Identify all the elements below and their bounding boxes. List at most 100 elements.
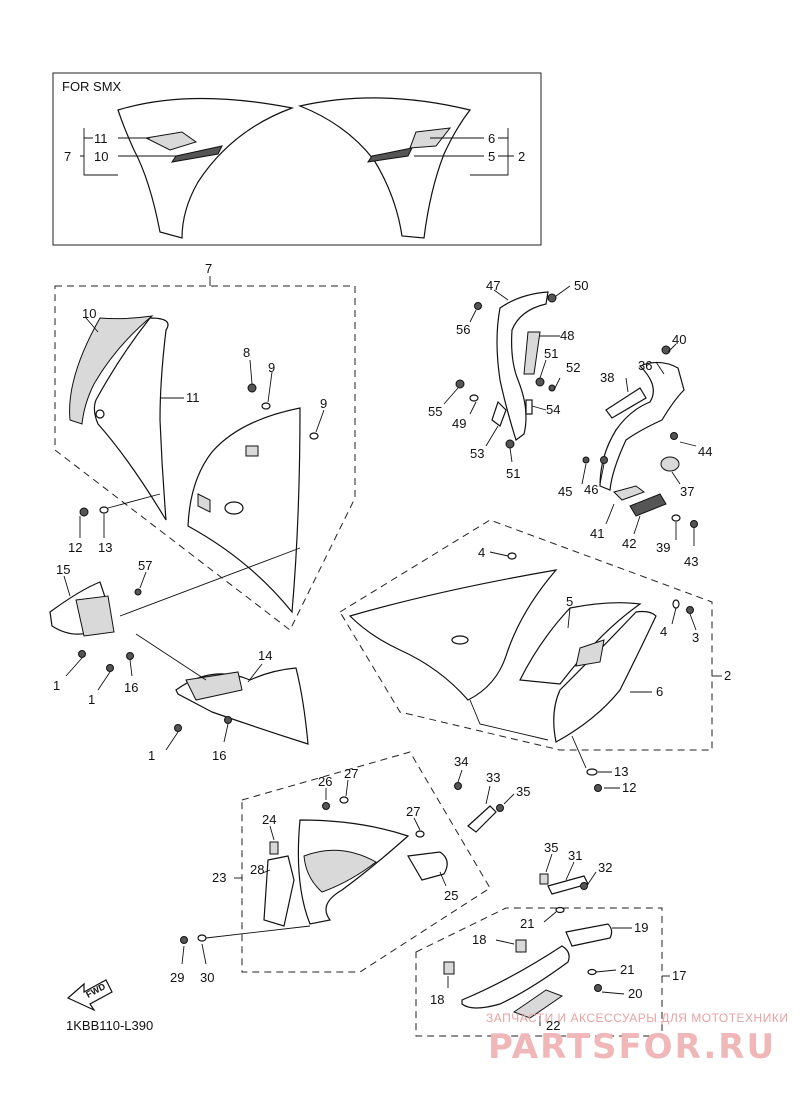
part-37-boot — [660, 456, 680, 472]
part-18-clip-a — [515, 939, 527, 953]
callout-22: 22 — [546, 1018, 560, 1033]
bolt-1-c — [174, 724, 182, 732]
callout-25: 25 — [444, 888, 458, 903]
bolt-16-a — [126, 652, 134, 660]
smx-inset-label: FOR SMX — [62, 79, 122, 94]
clip-45 — [582, 456, 590, 464]
duct-leaders — [581, 343, 697, 546]
callout-18-b: 18 — [430, 992, 444, 1007]
bolt-44 — [670, 432, 678, 440]
inset-leaders-right — [414, 128, 514, 176]
callout-16-b: 16 — [212, 748, 226, 763]
bolt-16-b — [224, 716, 232, 724]
side-cowling-hole — [451, 635, 469, 645]
callout-32: 32 — [598, 860, 612, 875]
bracket-leaders — [63, 547, 301, 691]
group-2-leaders-c — [571, 735, 620, 789]
callout-34: 34 — [454, 754, 468, 769]
part-22-graphic — [512, 989, 564, 1019]
callout-39: 39 — [656, 540, 670, 555]
fwd-arrow-icon — [66, 979, 113, 1012]
callout-46: 46 — [584, 482, 598, 497]
callout-43: 43 — [684, 554, 698, 569]
callout-7: 7 — [205, 261, 212, 276]
group-7-leaders-b — [249, 359, 325, 433]
callout-10: 10 — [82, 306, 96, 321]
part-15-plate — [75, 595, 115, 637]
group-2-leaders-b — [489, 551, 697, 631]
callout-45: 45 — [558, 484, 572, 499]
callout-18-a: 18 — [472, 932, 486, 947]
part-53-clip — [491, 400, 507, 427]
callout-1-a: 1 — [53, 678, 60, 693]
bolt-55 — [455, 379, 465, 389]
callout-20: 20 — [628, 986, 642, 1001]
callout-4-b: 4 — [660, 624, 667, 639]
callout-7-inset: 7 — [64, 149, 71, 164]
washer-27-a — [339, 796, 349, 804]
group-17-leaders — [447, 911, 632, 1026]
bolt-20 — [594, 984, 602, 992]
washer-49 — [469, 394, 479, 402]
washer-27-b — [415, 830, 425, 838]
watermark-tagline: ЗАПЧАСТИ И АКСЕССУАРЫ ДЛЯ МОТОТЕХНИКИ — [486, 1011, 788, 1025]
callout-1-b: 1 — [88, 692, 95, 707]
callout-8: 8 — [243, 345, 250, 360]
callout-31: 31 — [568, 848, 582, 863]
part-6-panel — [553, 610, 657, 743]
callout-42: 42 — [622, 536, 636, 551]
part-47-stay — [496, 291, 549, 441]
inset-leaders-left — [80, 128, 176, 176]
group-7-leaders-a — [85, 317, 184, 399]
diagram-code: 1KBB110-L390 — [66, 1018, 153, 1033]
bolt-52 — [548, 384, 556, 392]
part-48-damper — [523, 331, 541, 375]
callout-13-right: 13 — [614, 764, 628, 779]
inset-left-stripe — [170, 145, 223, 163]
bolt-46 — [600, 456, 608, 464]
callout-38: 38 — [600, 370, 614, 385]
callout-24: 24 — [262, 812, 276, 827]
callout-51-a: 51 — [544, 346, 558, 361]
callout-9-b: 9 — [320, 396, 327, 411]
callout-48: 48 — [560, 328, 574, 343]
part-14-bracket — [185, 671, 243, 701]
screw-3 — [686, 606, 694, 614]
callout-16-a: 16 — [124, 680, 138, 695]
bolt-57 — [134, 588, 142, 596]
callout-52: 52 — [566, 360, 580, 375]
callout-51-b: 51 — [506, 466, 520, 481]
inset-left-graphic — [144, 131, 198, 151]
washer-9-b — [309, 432, 319, 440]
washer-39 — [671, 514, 681, 522]
callout-21-a: 21 — [520, 916, 534, 931]
callout-56: 56 — [456, 322, 470, 337]
bolt-1-a — [78, 650, 86, 658]
bolt-1-b — [106, 664, 114, 672]
stay-leaders — [443, 285, 571, 463]
callout-55: 55 — [428, 404, 442, 419]
callout-35-b: 35 — [544, 840, 558, 855]
callout-53: 53 — [470, 446, 484, 461]
part-28-cover — [263, 855, 295, 927]
callout-15: 15 — [56, 562, 70, 577]
part-42-latch — [629, 493, 667, 517]
watermark-brand: PARTSFOR.RU — [488, 1027, 776, 1067]
callout-5-inset: 5 — [488, 149, 495, 164]
part-11-hole — [95, 409, 105, 419]
part-9-inner-panel — [187, 407, 301, 614]
inset-right-cowling — [297, 97, 472, 239]
part-19-cover — [565, 923, 613, 947]
callout-11: 11 — [186, 390, 200, 405]
washer-4-right — [672, 599, 680, 609]
callout-12-right: 12 — [622, 780, 636, 795]
stay-33-leaders — [457, 769, 515, 805]
callout-19: 19 — [634, 920, 648, 935]
callout-27-b: 27 — [406, 804, 420, 819]
washer-30 — [197, 934, 207, 942]
callout-6: 6 — [656, 684, 663, 699]
callout-12-left: 12 — [68, 540, 82, 555]
damper-21-a — [555, 906, 565, 914]
group-2-frame — [339, 519, 713, 751]
